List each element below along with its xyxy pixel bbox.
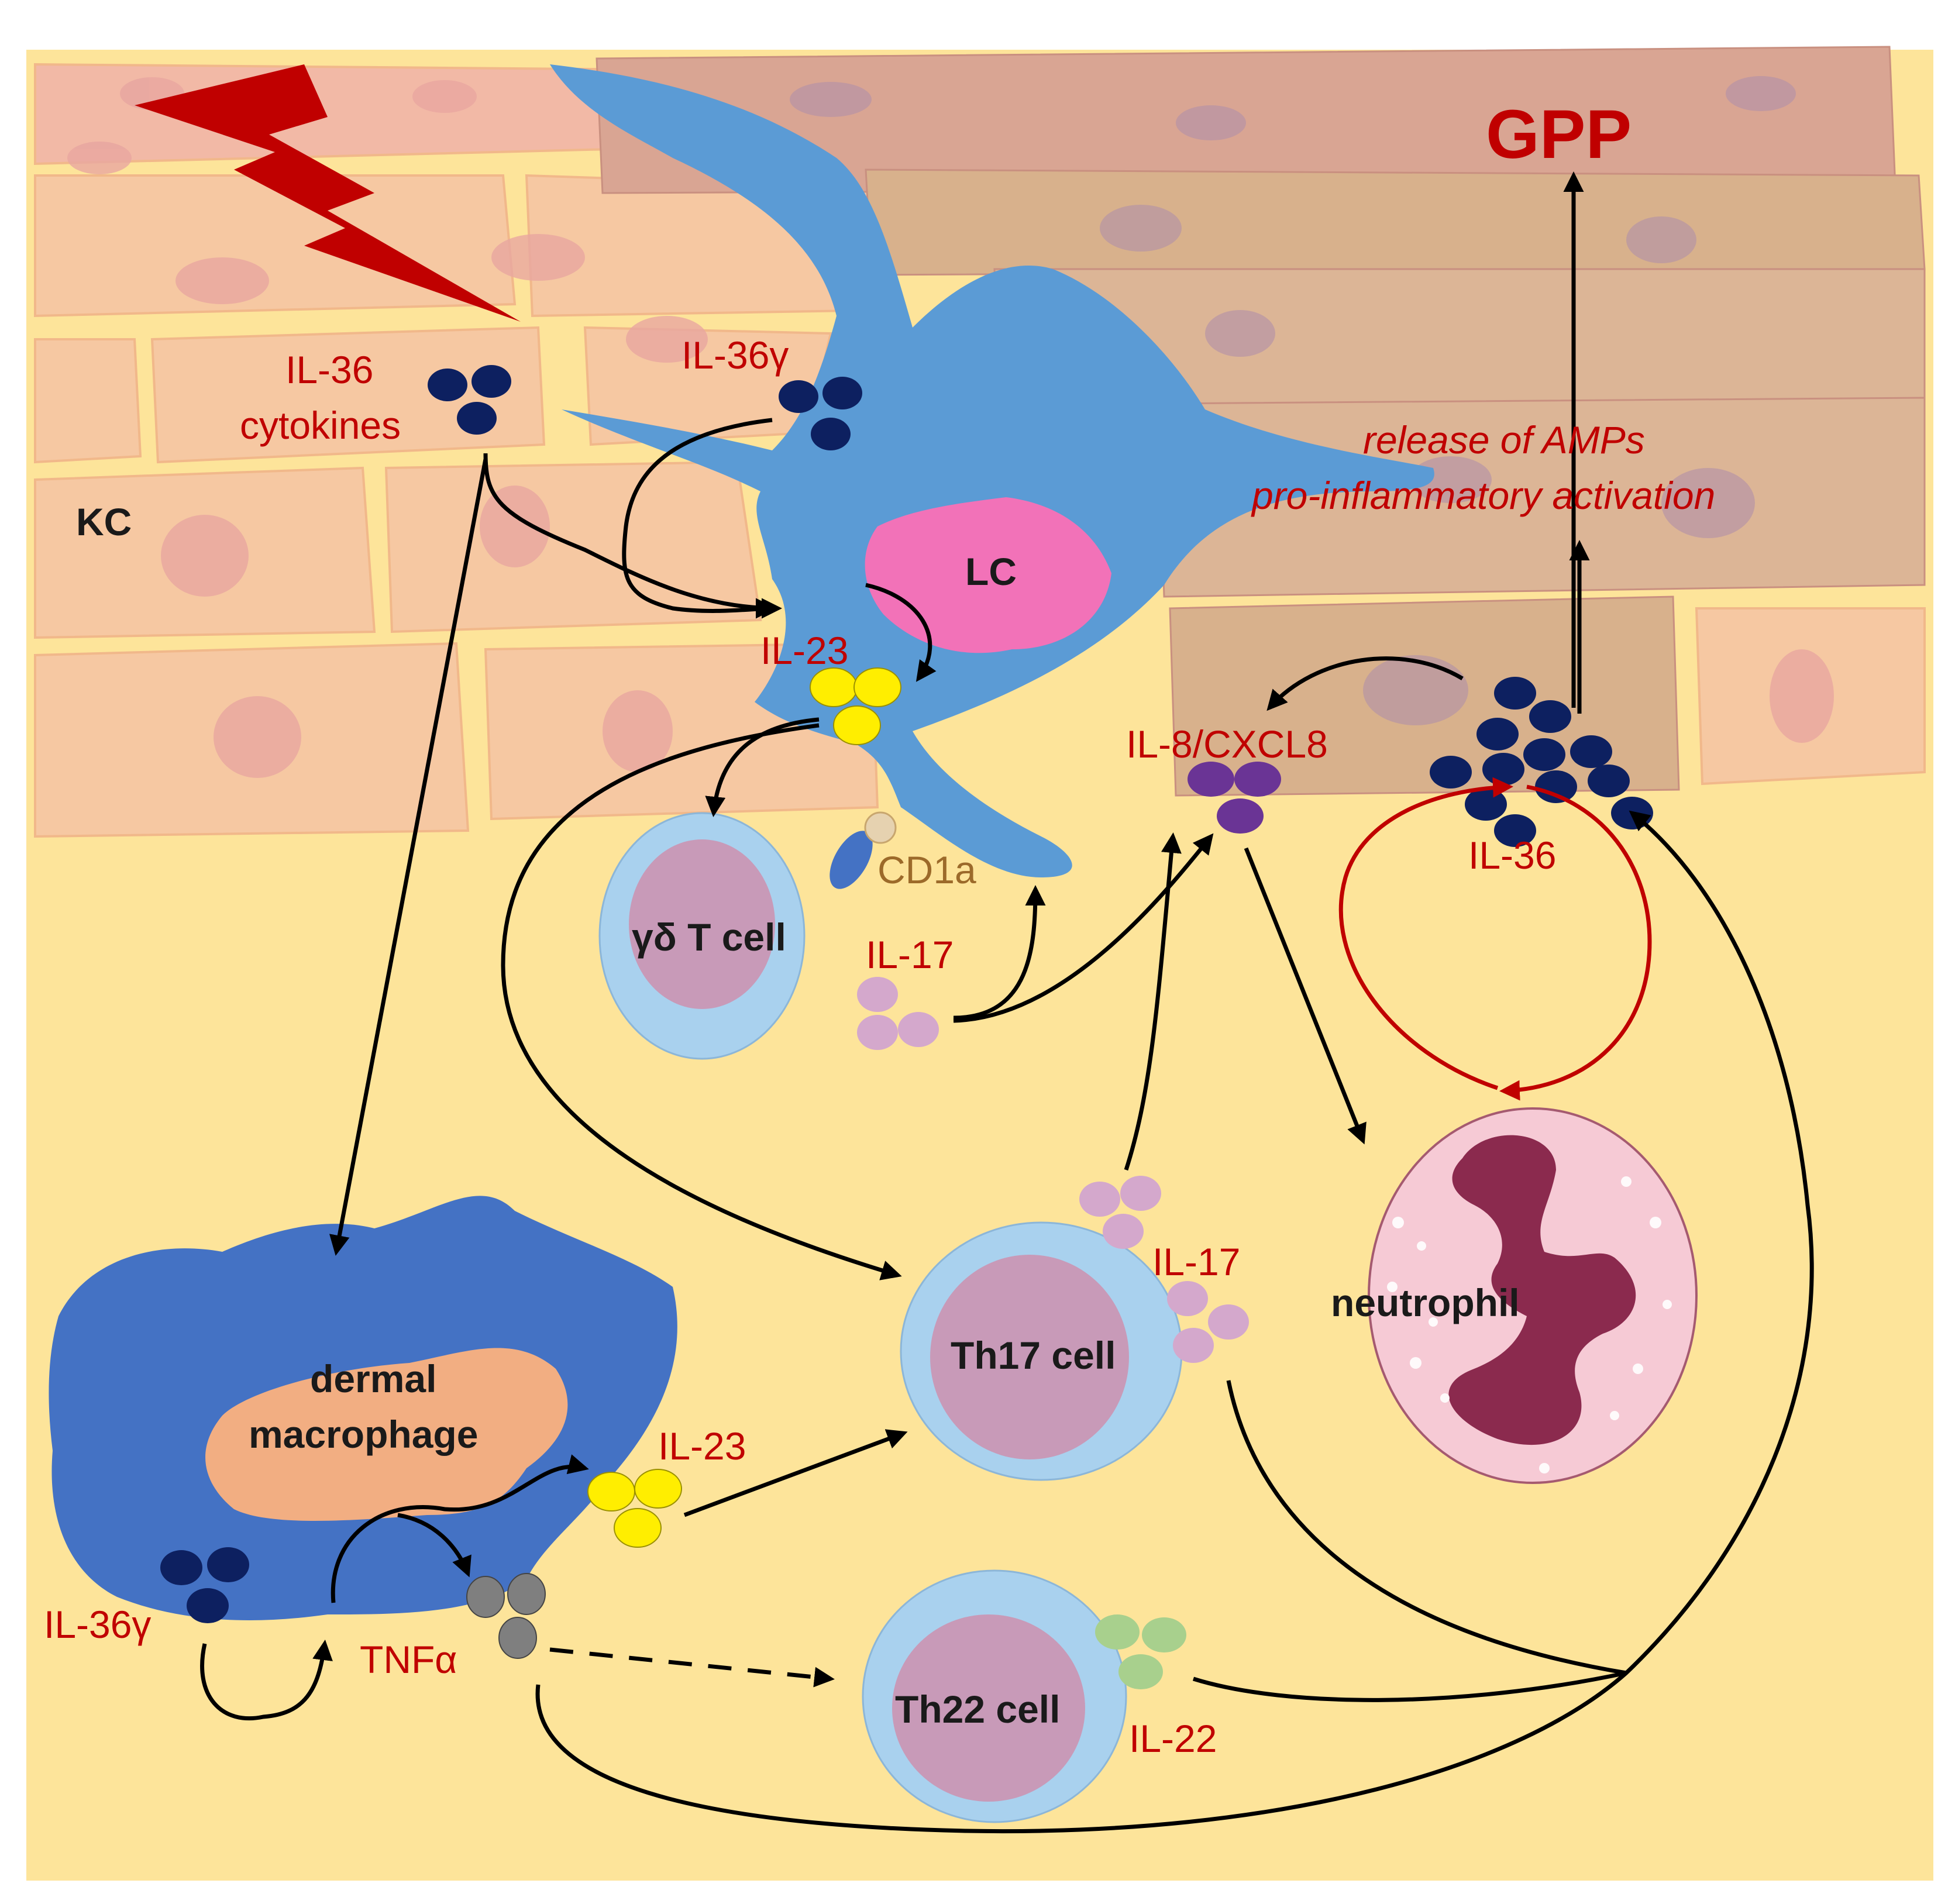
gpp-title: GPP (1486, 96, 1632, 173)
pro-inflammatory-label: pro-inflammatory activation (1251, 474, 1715, 517)
keratinocyte-nuclei (67, 77, 708, 778)
il23-cluster-top (810, 667, 901, 745)
langerhans-cell (550, 64, 1434, 877)
amps-release-label: release of AMPs (1363, 418, 1645, 462)
th22-cell-nucleus (892, 1614, 1085, 1802)
cd1a-ligand (864, 811, 897, 844)
pathway-arrows (200, 171, 1814, 1834)
il36-gamma-bottom-label: IL-36γ (44, 1603, 151, 1646)
lightning-bolt-icon (135, 64, 521, 322)
th17-cell-label: Th17 cell (951, 1334, 1116, 1377)
il36-cluster-right (1430, 677, 1653, 847)
il36-right-label: IL-36 (1468, 834, 1556, 877)
il8-label: IL-8/CXCL8 (1126, 722, 1328, 766)
macrophage-nucleus (205, 1348, 568, 1521)
il17-mid-label: IL-17 (1152, 1240, 1240, 1283)
lc-label: LC (965, 550, 1017, 593)
il23-cluster-bottom (587, 1469, 682, 1548)
il36-cytokines-label-line2: cytokines (240, 404, 401, 447)
il22-cluster (1095, 1614, 1186, 1689)
il8-cluster (1188, 762, 1281, 834)
il17-top-label: IL-17 (866, 933, 954, 976)
cd1a-label: CD1a (877, 848, 976, 891)
tnfa-cluster (466, 1573, 546, 1659)
il36-cluster-left (428, 365, 511, 435)
th22-cell-label: Th22 cell (895, 1688, 1060, 1731)
il36-gamma-top-label: IL-36γ (682, 333, 789, 377)
il36-cytokines-label-line1: IL-36 (285, 348, 373, 391)
il17-cluster-top (857, 977, 939, 1050)
th17-cell-nucleus (930, 1255, 1129, 1459)
dermal-macrophage-label-line1: dermal (310, 1357, 436, 1400)
neutrophil-label: neutrophil (1331, 1281, 1520, 1324)
il23-top-label: IL-23 (760, 629, 848, 672)
gd-t-cell-nucleus (629, 839, 775, 1009)
tnfa-label: TNFα (360, 1638, 457, 1681)
cd1a-receptor (830, 831, 873, 889)
gd-t-cell-label: γδ T cell (632, 915, 786, 959)
dermal-macrophage-label-line2: macrophage (249, 1413, 478, 1456)
keratinocyte-nucleus-right (1770, 649, 1834, 743)
kc-label: KC (76, 500, 132, 543)
il22-label: IL-22 (1129, 1717, 1217, 1760)
il17-cluster-mid (1079, 1176, 1249, 1363)
il36-gamma-cluster-top (779, 377, 862, 450)
il23-bottom-label: IL-23 (658, 1424, 746, 1468)
neutrophil-nucleus (1448, 1135, 1636, 1445)
il36-gamma-cluster-bottom (160, 1547, 249, 1623)
lc-nucleus (865, 497, 1111, 653)
neutrophil-granules (1387, 1176, 1672, 1473)
